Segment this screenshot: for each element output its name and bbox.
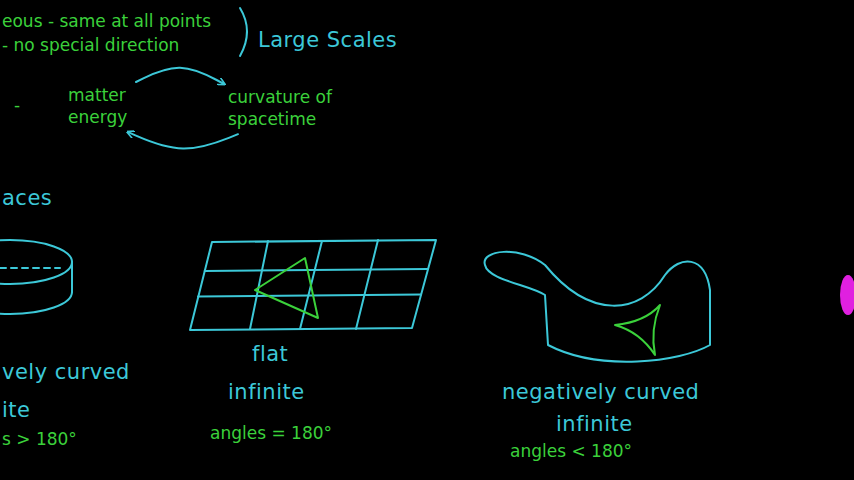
note-text: - no special direction [2,36,179,56]
shape-label: vely curved [2,360,130,384]
sphere-sketch [0,240,72,314]
shape-label: negatively curved [502,380,699,404]
bracket [240,8,247,56]
saddle-triangle [615,305,660,355]
shape-label: ite [2,398,31,422]
shape-label: infinite [556,412,633,436]
pen-mark [840,275,854,315]
shape-label: infinite [228,380,305,404]
section-label: aces [2,186,52,210]
angle-label: s > 180° [2,430,77,450]
note-text: eous - same at all points [2,12,211,32]
concept-node: matter energy [68,84,140,128]
flat-grid [190,240,436,330]
node-text: matter energy [68,84,140,128]
bracket-label: Large Scales [258,28,397,52]
cycle-arrow [136,68,224,84]
shape-label: flat [252,342,288,366]
concept-node: curvature of spacetime [228,86,360,130]
saddle-surface [485,252,710,362]
flat-triangle [255,258,318,318]
angle-label: angles < 180° [510,442,632,462]
note-text: - [14,96,20,116]
cycle-arrow [128,132,238,148]
node-text: curvature of spacetime [228,86,360,130]
angle-label: angles = 180° [210,424,332,444]
